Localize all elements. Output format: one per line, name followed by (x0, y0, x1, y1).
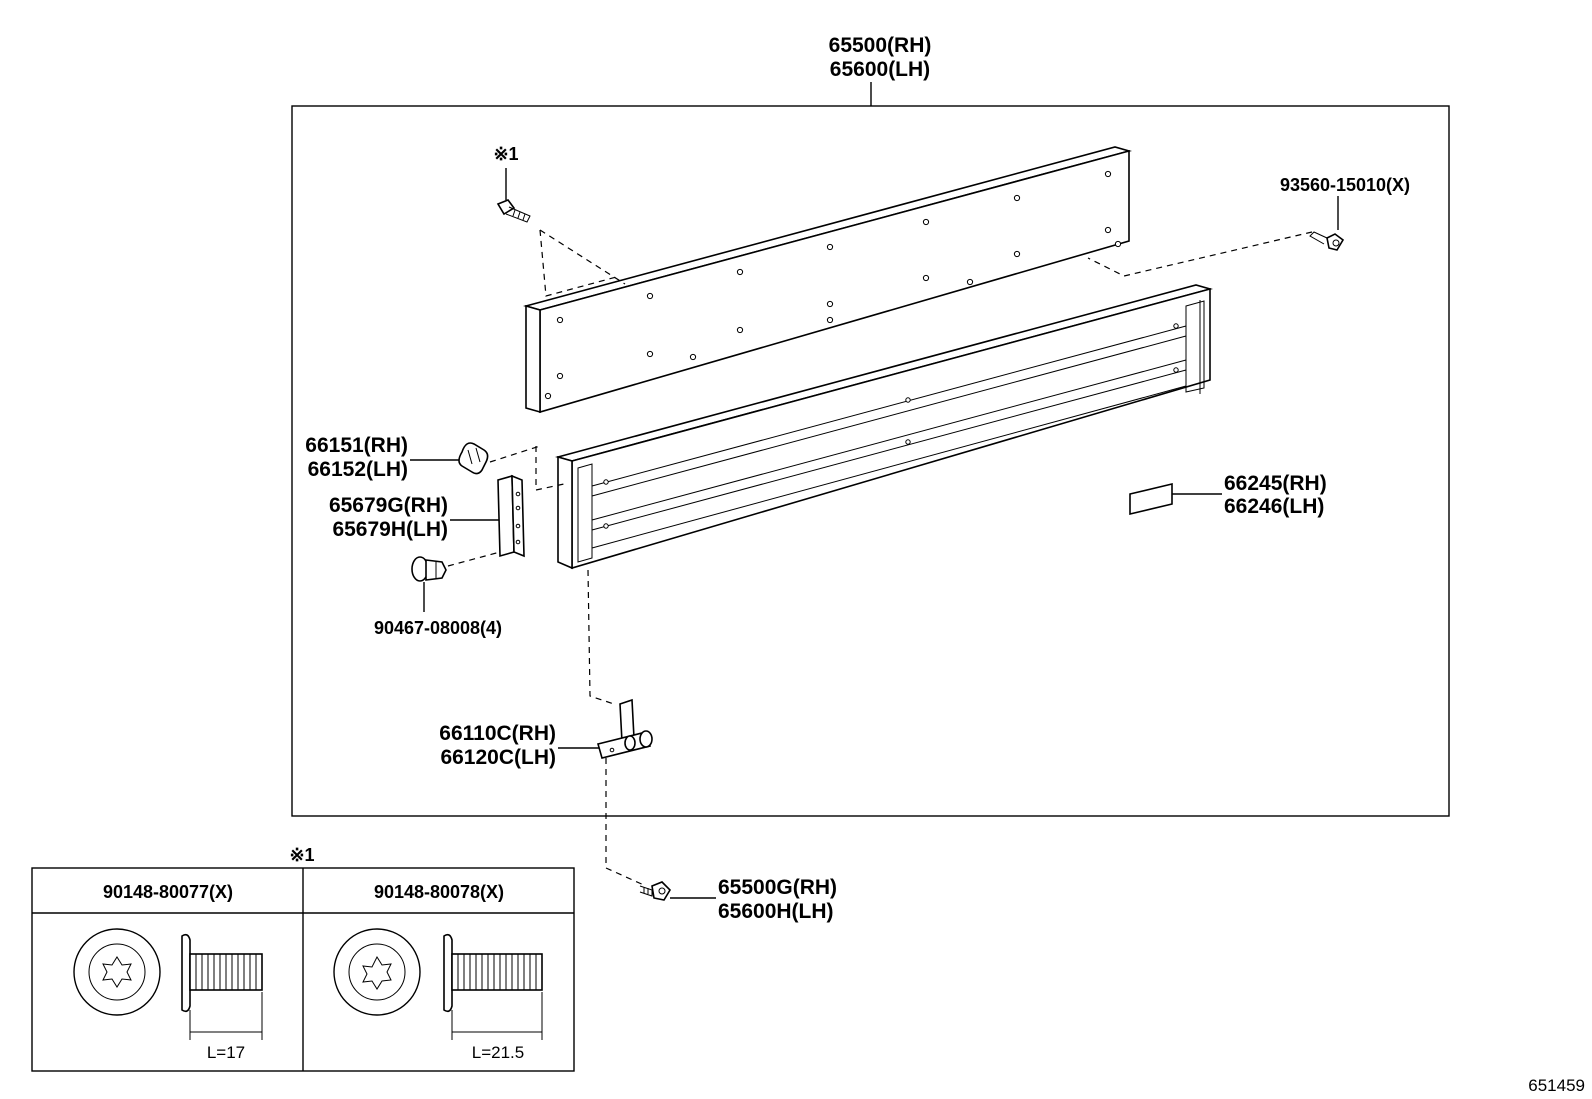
hook-icon (458, 442, 489, 475)
label-plate-lh: 66246(LH) (1224, 495, 1324, 518)
dashed-frame-to-hinge (587, 569, 615, 705)
assembly-frame (291, 105, 1450, 817)
label-bracket-lh: 65679H(LH) (332, 518, 448, 541)
screw-side-icon (181, 933, 263, 1013)
label-bolt-g-rh: 65500G(RH) (718, 876, 837, 899)
bolt-icon (1309, 231, 1345, 251)
inset-table (31, 867, 575, 1072)
torx-screw-head-icon (333, 928, 421, 1016)
label-screw-note: ※1 (493, 144, 518, 164)
hinge-bolt-icon (639, 881, 672, 901)
torx-screw-head-icon (73, 928, 161, 1016)
label-bolt-h-lh: 65600H(LH) (718, 900, 834, 923)
inset-left-part-no: 90148-80077(X) (103, 882, 233, 902)
inset-note: ※1 (289, 845, 314, 865)
inset-left-length: L=17 (207, 1043, 245, 1062)
label-bolt-93560: 93560-15010(X) (1280, 175, 1410, 195)
label-hinge-rh: 66110C(RH) (439, 722, 556, 745)
screw-side-icon (443, 933, 543, 1013)
plate-icon (1129, 482, 1173, 516)
dashed-screw-to-panel (539, 229, 621, 297)
figure-id: 651459 (1528, 1076, 1585, 1095)
panel-holes (544, 170, 1122, 400)
dashed-screw-guide (539, 229, 626, 285)
dashed-hinge-to-bolt (605, 758, 647, 887)
screw-icon (496, 199, 531, 223)
label-tailgate-lh: 65600(LH) (830, 58, 930, 81)
label-plate-rh: 66245(RH) (1224, 472, 1327, 495)
label-tailgate-rh: 65500(RH) (829, 34, 932, 57)
label-bracket-rh: 65679G(RH) (329, 494, 448, 517)
tailgate-frame (555, 284, 1213, 570)
clip-icon (411, 556, 447, 582)
inset-right-part-no: 90148-80078(X) (374, 882, 504, 902)
label-hook-rh: 66151(RH) (305, 434, 408, 457)
dashed-clip-to-bracket (447, 551, 501, 567)
label-clip: 90467-08008(4) (374, 618, 502, 638)
dashed-hook-to-frame (535, 483, 565, 491)
bracket-icon (497, 474, 525, 558)
dashed-hook (489, 445, 541, 463)
inset-right-length: L=21.5 (472, 1043, 524, 1062)
label-hook-lh: 66152(LH) (308, 458, 408, 481)
inner-panel (523, 146, 1132, 414)
hinge-icon (597, 698, 653, 759)
label-hinge-lh: 66120C(LH) (440, 746, 556, 769)
